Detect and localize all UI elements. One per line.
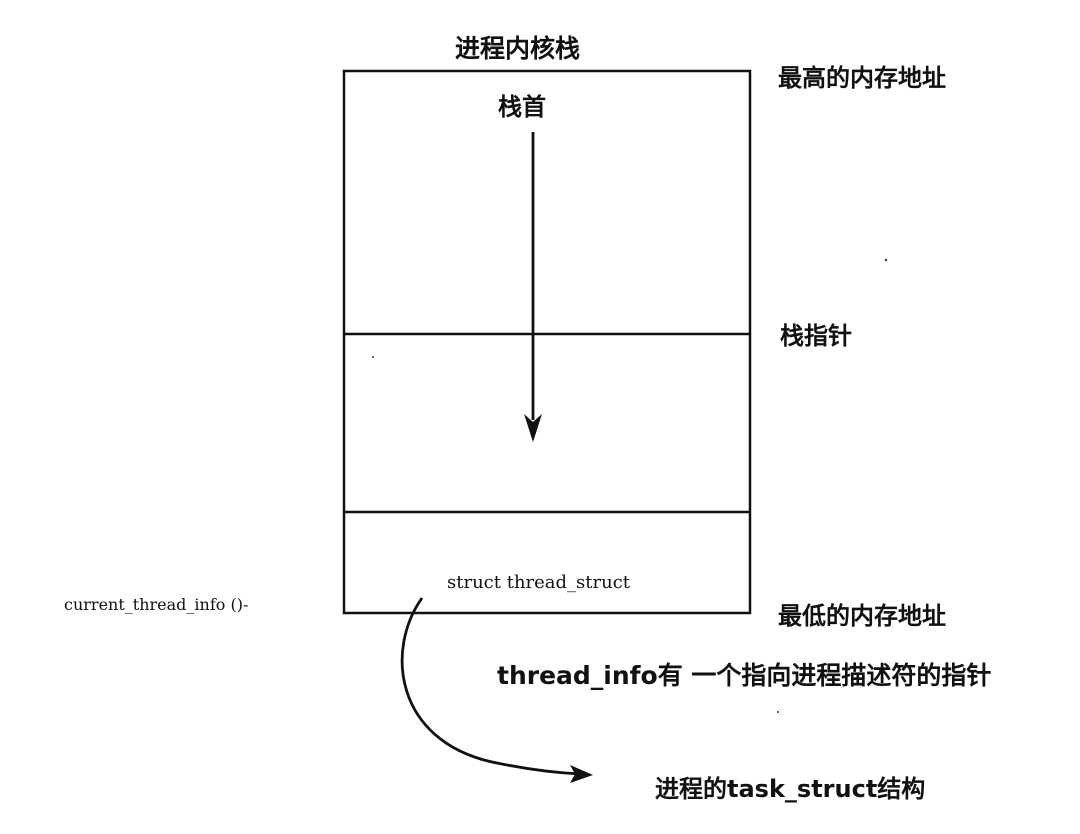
task-struct-label: 进程的task_struct结构 bbox=[655, 775, 926, 803]
diagram-title: 进程内核栈 bbox=[455, 34, 581, 63]
scan-speck bbox=[777, 711, 779, 713]
stack-pointer-label: 栈指针 bbox=[780, 322, 852, 350]
scan-speck bbox=[372, 356, 374, 358]
scan-speck bbox=[884, 258, 888, 262]
lowest-address-label: 最低的内存地址 bbox=[778, 602, 946, 630]
stack-growth-arrowhead bbox=[524, 414, 542, 442]
stack-top-label: 栈首 bbox=[498, 93, 546, 121]
current-thread-info-label: current_thread_info ()- bbox=[64, 595, 249, 614]
highest-address-label: 最高的内存地址 bbox=[778, 64, 946, 92]
struct-thread-label: struct thread_struct bbox=[447, 572, 631, 593]
thread-info-note: thread_info有 一个指向进程描述符的指针 bbox=[497, 661, 992, 690]
task-struct-pointer-arrowhead bbox=[570, 765, 593, 783]
task-struct-pointer-arrow bbox=[400, 597, 581, 776]
stack-box bbox=[342, 69, 752, 615]
